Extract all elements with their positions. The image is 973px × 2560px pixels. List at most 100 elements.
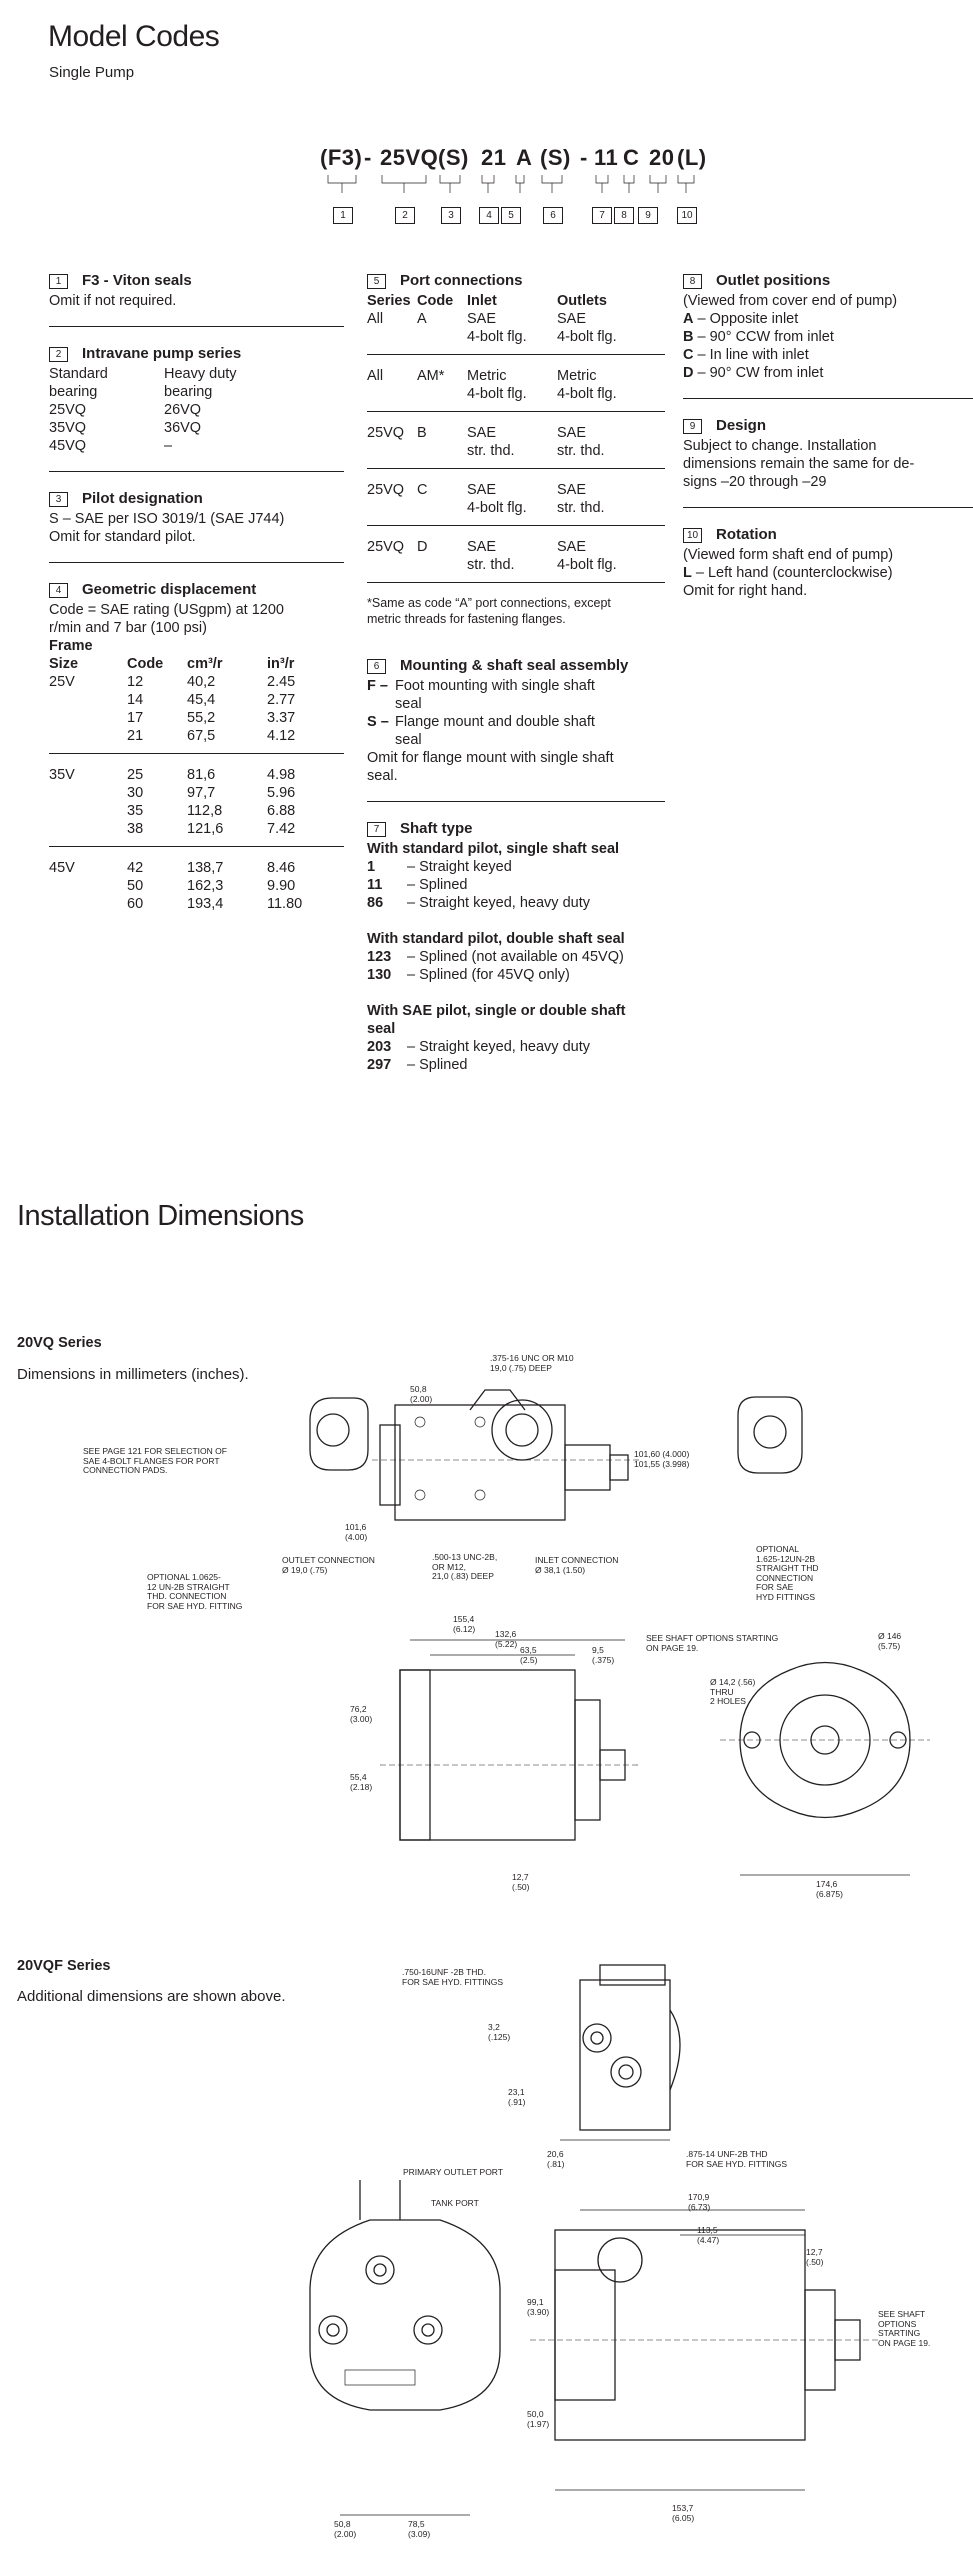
label-d1709: 170,9 (6.73) (688, 2192, 711, 2212)
text-cell: 11.80 (267, 896, 303, 912)
section-title: Geometric displacement (82, 581, 257, 598)
text-cell: – Splined (407, 877, 468, 893)
section-line: Omit for standard pilot. (49, 529, 196, 545)
text-cell: 6.88 (267, 803, 296, 819)
text-cell: 35V (49, 767, 75, 783)
text-cell: Omit for right hand. (683, 583, 808, 599)
label-d95: 9,5 (.375) (592, 1645, 615, 1665)
text-cell (367, 556, 417, 574)
label-d554: 55,4 (2.18) (350, 1772, 373, 1792)
page-title: Model Codes (48, 20, 220, 53)
port-note: *Same as code “A” port connections, exce… (367, 596, 611, 610)
text-cell: 4-bolt flg. (557, 386, 617, 402)
text-cell: 40,2 (187, 674, 216, 690)
text-cell: 4-bolt flg. (557, 557, 617, 573)
text-cell: 121,6 (187, 821, 224, 837)
label-d1135: 113,5 (4.47) (697, 2225, 720, 2245)
text-cell (417, 385, 467, 403)
text-cell: D (417, 539, 428, 555)
text-cell: – Splined (not available on 45VQ) (407, 949, 624, 965)
text-cell: L (683, 565, 692, 581)
frame-label: Frame (49, 638, 93, 654)
vq20-subtitle: Dimensions in millimeters (inches). (17, 1366, 249, 1383)
text-cell: SAE (557, 482, 587, 498)
section-title: Pilot designation (82, 490, 203, 507)
cell: 26VQ (164, 402, 202, 418)
text-cell: str. thd. (557, 443, 605, 459)
text-cell: str. thd. (467, 443, 515, 459)
code-seg-10: (L) (677, 145, 707, 170)
label-d231: 23,1 (.91) (508, 2087, 526, 2107)
section-line: Code = SAE rating (USgpm) at 1200 (49, 602, 284, 618)
section-title: Rotation (716, 526, 777, 543)
text-cell: 138,7 (187, 860, 224, 876)
text-cell (367, 499, 417, 517)
text-cell: With SAE pilot, single or double shaft (367, 1003, 626, 1019)
label-d1746: 174,6 (6.875) (816, 1879, 843, 1899)
text-cell: 162,3 (187, 878, 224, 894)
code-box-2: 2 (395, 207, 415, 224)
code-seg-6: (S) (540, 145, 571, 170)
text-cell (417, 442, 467, 460)
section-number: 1 (49, 273, 68, 289)
label-unf875: .875-14 UNF-2B THD FOR SAE HYD. FITTINGS (686, 2149, 788, 2169)
section-number: 6 (367, 658, 386, 674)
page-subtitle: Single Pump (49, 64, 135, 81)
text-cell: – Straight keyed, heavy duty (407, 895, 590, 911)
text-cell: str. thd. (467, 557, 515, 573)
cell: – (164, 438, 173, 454)
col-header: cm³/r (187, 656, 223, 672)
label-primary: PRIMARY OUTLET PORT (403, 2167, 503, 2177)
section-number: 10 (683, 527, 702, 543)
text-cell: 3.37 (267, 710, 296, 726)
label-tank: TANK PORT (431, 2198, 479, 2208)
text-cell: 2.45 (267, 674, 296, 690)
text-cell: seal (395, 732, 422, 748)
section-title: Design (716, 417, 767, 434)
label-d762: 76,2 (3.00) (350, 1704, 373, 1724)
label-opt1062: OPTIONAL 1.0625- 12 UN-2B STRAIGHT THD. … (147, 1572, 243, 1611)
text-cell: 193,4 (187, 896, 224, 912)
label-d32: 3,2 (.125) (488, 2022, 511, 2042)
text-cell: 123 (367, 949, 392, 965)
text-cell: 25VQ (367, 539, 405, 555)
text-cell: seal. (367, 768, 398, 784)
vq20-title: 20VQ Series (17, 1335, 102, 1351)
section-number: 9 (683, 418, 702, 434)
section-line: r/min and 7 bar (100 psi) (49, 620, 207, 636)
text-cell: With standard pilot, double shaft seal (367, 931, 625, 947)
text-cell: 35 (127, 803, 144, 819)
section-number: 2 (49, 346, 68, 362)
text-cell: 81,6 (187, 767, 216, 783)
text-cell: 17 (127, 710, 144, 726)
text-cell: SAE (467, 425, 497, 441)
text-cell: All (367, 311, 384, 327)
code-box-5: 5 (501, 207, 521, 224)
text-cell: SAE (467, 311, 497, 327)
text-cell: – 90° CW from inlet (697, 365, 824, 381)
text-cell: signs –20 through –29 (683, 474, 827, 490)
text-cell: F – (367, 678, 388, 694)
label-d127: 12,7 (.50) (512, 1872, 530, 1892)
text-cell (367, 385, 417, 403)
text-cell (49, 727, 127, 745)
label-d991: 99,1 (3.90) (527, 2297, 550, 2317)
text-cell: 203 (367, 1039, 392, 1055)
code-box-8: 8 (614, 207, 634, 224)
text-cell: A (683, 311, 694, 327)
text-cell: 4-bolt flg. (557, 329, 617, 345)
text-cell: 5.96 (267, 785, 296, 801)
code-seg-3: (S) (438, 145, 469, 170)
text-cell: 25VQ (367, 482, 405, 498)
label-d508b: 50,8 (2.00) (334, 2519, 357, 2539)
text-cell (49, 895, 127, 913)
col-header: Code (127, 656, 164, 672)
